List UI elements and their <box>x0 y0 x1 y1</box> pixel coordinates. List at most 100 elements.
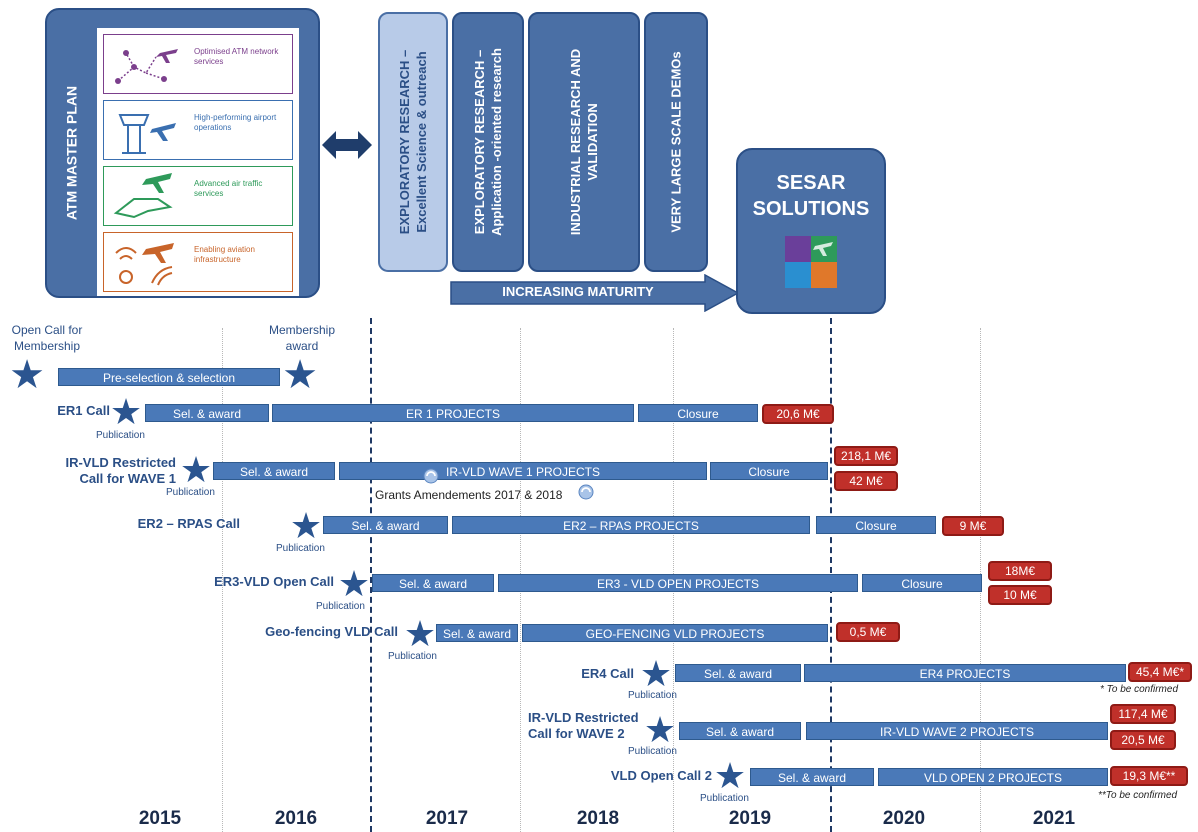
call-label: IR-VLD Restricted Call for WAVE 2 <box>528 710 639 741</box>
star-icon: ★ <box>639 653 673 694</box>
research-column: EXPLORATORY RESEARCH – Application -orie… <box>452 12 524 272</box>
publication-label: Publication <box>96 430 145 441</box>
year-label: 2019 <box>728 808 772 829</box>
closure-bar: Closure <box>638 404 758 422</box>
budget-badge: 19,3 M€** <box>1110 766 1188 786</box>
control-tower-icon <box>118 114 176 154</box>
budget-badge: 20,6 M€ <box>762 404 834 424</box>
projects-bar: VLD OPEN 2 PROJECTS <box>878 768 1108 786</box>
master-plan-item-label: Enabling aviation infrastructure <box>194 245 255 264</box>
star-icon: ★ <box>109 391 143 432</box>
star-icon: ★ <box>403 613 437 654</box>
selection-bar: Sel. & award <box>372 574 494 592</box>
projects-bar: ER3 - VLD OPEN PROJECTS <box>498 574 858 592</box>
maturity-arrow <box>450 274 740 312</box>
selection-bar: Sel. & award <box>750 768 874 786</box>
selection-bar: Sel. & award <box>679 722 801 740</box>
budget-badge: 18M€ <box>988 561 1052 581</box>
selection-bar: Sel. & award <box>213 462 335 480</box>
closure-bar: Closure <box>816 516 936 534</box>
selection-bar: Sel. & award <box>145 404 269 422</box>
master-plan-item: Optimised ATM network services <box>103 34 293 94</box>
master-plan-panel: Optimised ATM network services High-perf… <box>97 28 299 296</box>
research-column-label: INDUSTRIAL RESEARCH AND VALIDATION <box>568 48 600 236</box>
infrastructure-plane-icon <box>115 243 174 286</box>
maturity-arrow-label: INCREASING MATURITY <box>502 284 654 299</box>
to-be-confirmed-note: * To be confirmed <box>1100 684 1179 695</box>
refresh-icon <box>423 468 439 484</box>
year-label: 2020 <box>882 808 926 829</box>
closure-bar: Closure <box>710 462 828 480</box>
closure-bar: Closure <box>862 574 982 592</box>
call-label: Geo-fencing VLD Call <box>265 624 398 639</box>
research-column-label: VERY LARGE SCALE DEMOs <box>668 51 684 233</box>
open-call-membership-label: Open Call for Membership <box>11 323 83 353</box>
budget-badge: 9 M€ <box>942 516 1004 536</box>
selection-bar: Sel. & award <box>675 664 801 682</box>
year-label: 2017 <box>425 808 469 829</box>
call-label: ER4 Call <box>581 666 634 681</box>
research-column-label: EXPLORATORY RESEARCH – Excellent Science… <box>397 49 429 235</box>
grants-amendments-note: Grants Amendements 2017 & 2018 <box>375 488 563 502</box>
year-gridline <box>222 328 223 832</box>
publication-label: Publication <box>166 487 215 498</box>
star-icon: ★ <box>337 563 371 604</box>
preselection-bar: Pre-selection & selection <box>58 368 280 386</box>
projects-bar: ER 1 PROJECTS <box>272 404 634 422</box>
solutions-quad-icon <box>785 236 837 288</box>
to-be-confirmed-note: **To be confirmed <box>1098 790 1178 801</box>
call-label: ER3-VLD Open Call <box>214 574 334 589</box>
year-label: 2018 <box>576 808 620 829</box>
master-plan-item-label: High-performing airport operations <box>194 113 277 132</box>
refresh-icon <box>578 484 594 500</box>
master-plan-item: Enabling aviation infrastructure <box>103 232 293 292</box>
research-column: EXPLORATORY RESEARCH – Excellent Science… <box>378 12 448 272</box>
membership-award-label: Membership award <box>268 323 336 353</box>
solutions-title-line2: SOLUTIONS <box>752 198 870 220</box>
atm-master-plan-box: ATM MASTER PLAN Optimised ATM network se… <box>45 8 320 298</box>
milestone-dashed-line <box>370 318 372 832</box>
network-plane-icon <box>115 49 178 84</box>
star-icon: ★ <box>179 449 213 490</box>
call-label: VLD Open Call 2 <box>610 768 712 783</box>
hand-plane-icon <box>113 173 173 219</box>
star-icon: ★ <box>713 755 747 796</box>
master-plan-item-label: Optimised ATM network services <box>194 47 279 66</box>
projects-bar: IR-VLD WAVE 1 PROJECTS <box>339 462 707 480</box>
solutions-title-line1: SESAR <box>776 172 846 194</box>
publication-label: Publication <box>276 543 325 554</box>
budget-badge: 117,4 M€ <box>1110 704 1176 724</box>
double-arrow-icon <box>322 131 372 159</box>
call-label: ER2 – RPAS Call <box>137 516 240 531</box>
year-label: 2016 <box>274 808 318 829</box>
projects-bar: ER2 – RPAS PROJECTS <box>452 516 810 534</box>
master-plan-item-label: Advanced air traffic services <box>194 179 263 198</box>
call-label: IR-VLD Restricted Call for WAVE 1 <box>65 455 176 486</box>
selection-bar: Sel. & award <box>436 624 518 642</box>
publication-label: Publication <box>316 601 365 612</box>
master-plan-item: Advanced air traffic services <box>103 166 293 226</box>
budget-badge: 20,5 M€ <box>1110 730 1176 750</box>
publication-label: Publication <box>628 690 677 701</box>
star-icon: ★ <box>643 709 677 750</box>
projects-bar: IR-VLD WAVE 2 PROJECTS <box>806 722 1108 740</box>
master-plan-item: High-performing airport operations <box>103 100 293 160</box>
budget-badge: 0,5 M€ <box>836 622 900 642</box>
master-plan-title: ATM MASTER PLAN <box>63 85 80 221</box>
star-icon: ★ <box>9 353 45 397</box>
budget-badge: 218,1 M€ <box>834 446 898 466</box>
budget-badge: 45,4 M€* <box>1128 662 1192 682</box>
call-label: ER1 Call <box>57 403 110 418</box>
selection-bar: Sel. & award <box>323 516 448 534</box>
projects-bar: ER4 PROJECTS <box>804 664 1126 682</box>
research-column-label: EXPLORATORY RESEARCH – Application -orie… <box>472 48 504 236</box>
publication-label: Publication <box>700 793 749 804</box>
publication-label: Publication <box>628 746 677 757</box>
year-label: 2021 <box>1032 808 1076 829</box>
research-column: VERY LARGE SCALE DEMOs <box>644 12 708 272</box>
star-icon: ★ <box>289 505 323 546</box>
research-column: INDUSTRIAL RESEARCH AND VALIDATION <box>528 12 640 272</box>
projects-bar: GEO-FENCING VLD PROJECTS <box>522 624 828 642</box>
budget-badge: 10 M€ <box>988 585 1052 605</box>
sesar-solutions-box: SESAR SOLUTIONS <box>736 148 886 314</box>
